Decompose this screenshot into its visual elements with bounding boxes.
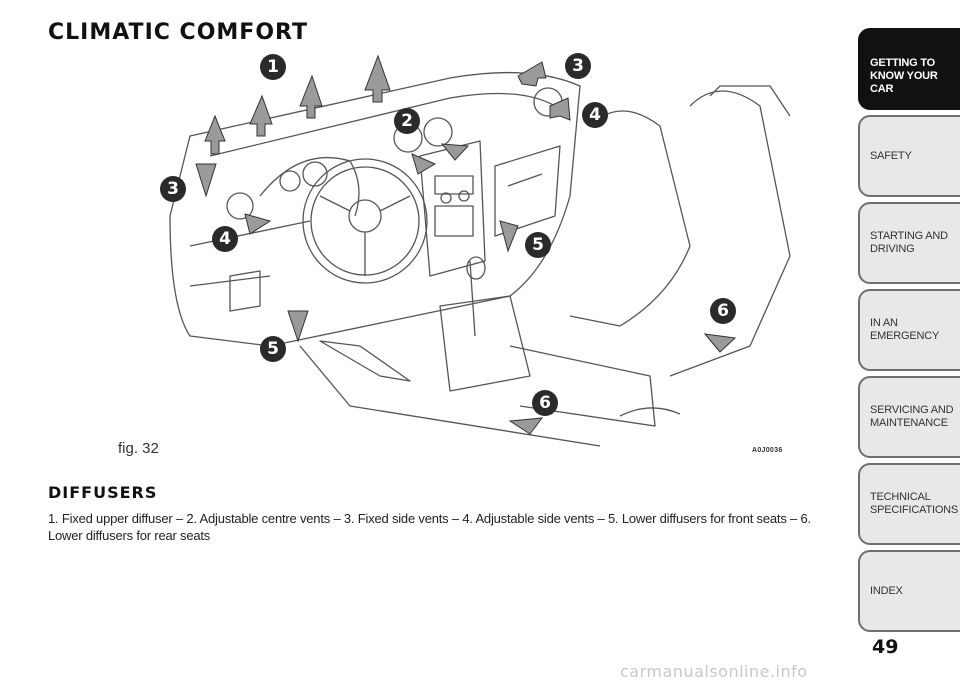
tab-index[interactable]: INDEX <box>858 550 960 632</box>
side-vent-arrow <box>195 163 217 198</box>
glovebox <box>494 145 561 237</box>
tab-safety[interactable]: SAFETY <box>858 115 960 197</box>
callout-5: 5 <box>260 336 286 362</box>
dashboard-shell <box>169 71 581 347</box>
front-lower-arrow <box>287 310 309 343</box>
tab-label: DRIVING <box>870 243 915 255</box>
side-vent-arrow <box>549 97 571 121</box>
upper-diffuser-arrow <box>204 114 226 155</box>
callout-2: 2 <box>394 108 420 134</box>
callout-3: 3 <box>565 53 591 79</box>
front-lower-arrow <box>499 220 519 253</box>
tab-label: SPECIFICATIONS <box>870 504 959 516</box>
upper-diffuser-arrow <box>299 74 323 119</box>
tab-label: KNOW YOUR CAR <box>870 70 938 95</box>
callout-1: 1 <box>260 54 286 80</box>
steering-wheel <box>302 158 428 284</box>
tab-label: SERVICING AND <box>870 404 954 416</box>
lower-grille <box>319 340 411 382</box>
side-vent-left <box>226 192 254 220</box>
rear-seat-outline <box>669 90 791 377</box>
watermark: carmanualsonline.info <box>620 662 808 681</box>
body-text: 1. Fixed upper diffuser – 2. Adjustable … <box>48 511 811 543</box>
dashboard-line-art <box>169 54 791 447</box>
tab-label: GETTING TO <box>870 57 936 69</box>
section-title: CLIMATIC COMFORT <box>48 20 308 45</box>
side-vent-arrow <box>244 213 272 235</box>
rear-lower-arrow <box>508 417 544 435</box>
callout-4: 4 <box>582 102 608 128</box>
figure-code: A0J0036 <box>752 447 783 454</box>
tab-label: STARTING AND <box>870 230 948 242</box>
airflow-arrows <box>195 54 737 435</box>
side-vent-arrow <box>517 61 547 87</box>
tab-label: IN AN EMERGENCY <box>870 317 940 342</box>
centre-vent-arrow <box>440 143 470 161</box>
rear-lower-arrow <box>703 333 737 353</box>
callout-6: 6 <box>532 390 558 416</box>
upper-diffuser-arrow <box>364 54 391 103</box>
callout-5: 5 <box>525 232 551 258</box>
callout-6: 6 <box>710 298 736 324</box>
callout-4: 4 <box>212 226 238 252</box>
dashboard-vents-illustration: 1 2 3 3 4 4 5 5 6 6 <box>150 46 810 456</box>
centre-tunnel <box>509 345 656 427</box>
tab-label: INDEX <box>870 584 903 597</box>
figure-caption: fig. 32 <box>118 440 159 457</box>
tab-label: MAINTENANCE <box>870 417 948 429</box>
centre-vent-arrow <box>411 153 437 175</box>
tab-label: TECHNICAL <box>870 491 931 503</box>
subsection-title: DIFFUSERS <box>48 483 158 502</box>
callout-3: 3 <box>160 176 186 202</box>
page-number: 49 <box>872 636 899 658</box>
front-seat-outline <box>569 110 691 327</box>
tab-label: SAFETY <box>870 149 912 162</box>
instrument-cluster <box>259 157 360 217</box>
tab-in-an-emergency[interactable]: IN AN EMERGENCY <box>858 289 960 371</box>
upper-diffuser-arrow <box>249 94 273 137</box>
centre-vent-right <box>423 117 453 147</box>
gear-knob <box>466 256 486 280</box>
